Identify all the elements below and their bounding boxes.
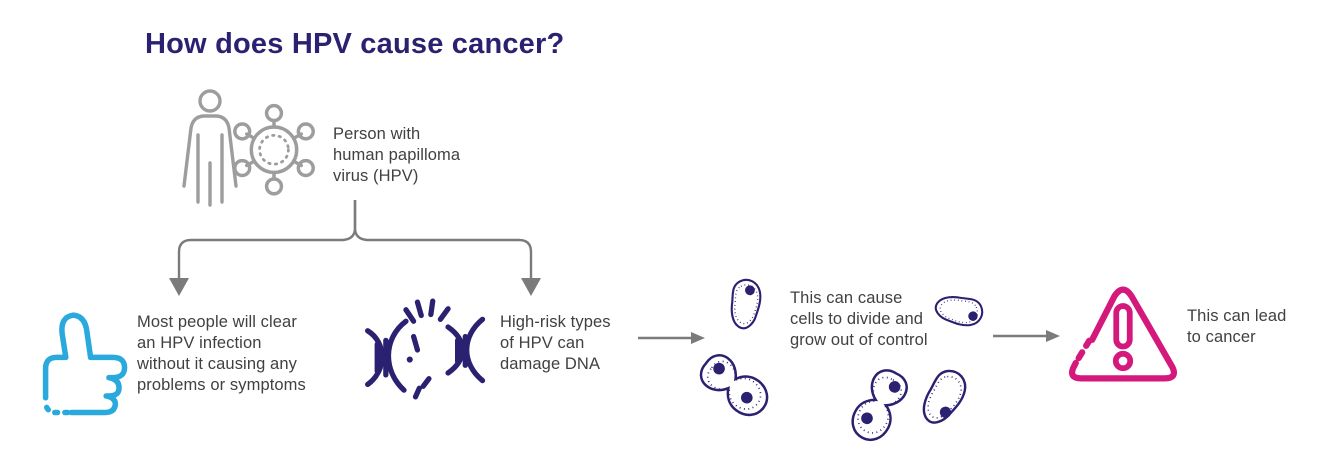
cells-divide-label: This can cause cells to divide and grow … [790,289,928,349]
cancer-label: This can lead to cancer [1187,307,1287,346]
virus-icon [233,103,315,196]
dividing-cell-icon [851,369,908,442]
dna-damage-label: High-risk types of HPV can damage DNA [500,313,611,373]
dividing-cells-icon [690,272,990,452]
cell-icon [730,278,762,330]
cell-icon [934,296,984,327]
arrow-right-icon [638,332,705,344]
dna-icon [365,298,486,400]
dividing-cell-icon [699,354,769,417]
arrow-right-icon [993,330,1060,342]
person-label: Person with human papilloma virus (HPV) [333,125,461,185]
clear-infection-label: Most people will clear an HPV infection … [137,313,306,394]
thumbs-up-icon [42,312,128,416]
branch-connector-arrows [169,200,541,296]
warning-triangle-icon [1069,286,1177,382]
cell-icon [922,369,967,424]
page-title: How does HPV cause cancer? [145,28,565,60]
person-icon [182,89,238,207]
